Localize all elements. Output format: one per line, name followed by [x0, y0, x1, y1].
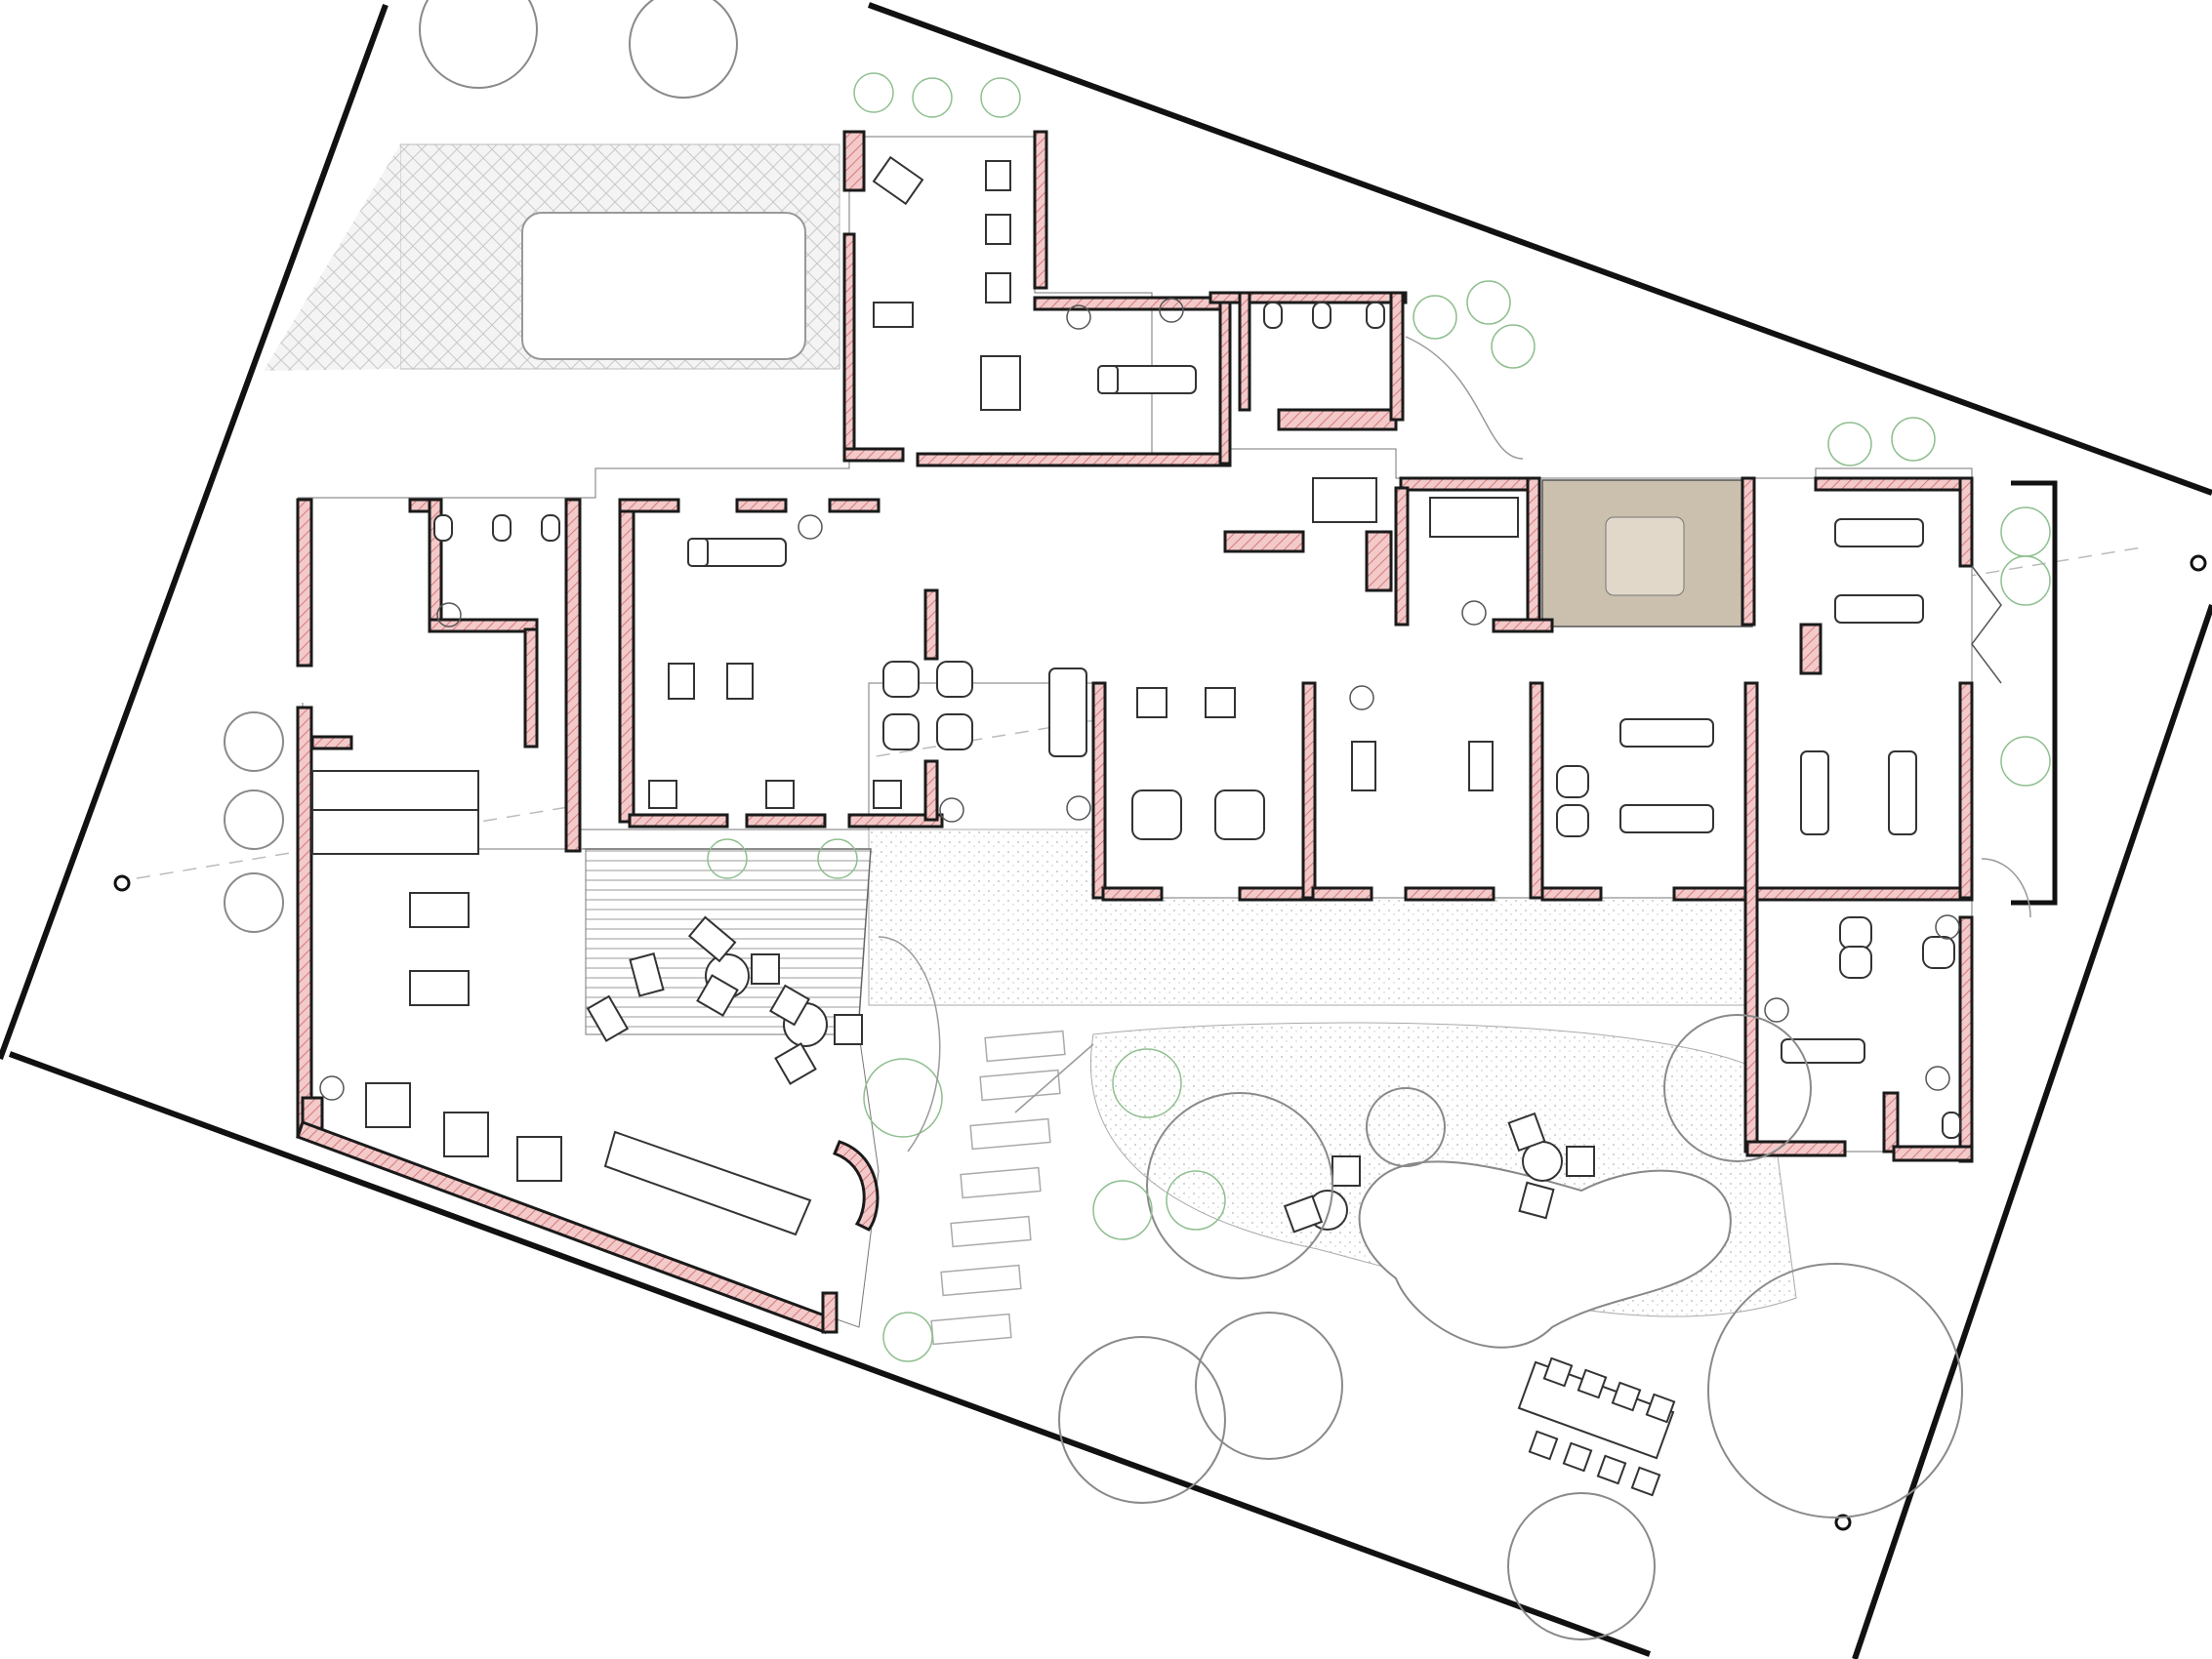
bar-counter-icon: [311, 809, 479, 855]
survey-point-south: [1834, 1514, 1852, 1531]
plant-icon: [1764, 997, 1789, 1023]
treatment-bed-icon: [1619, 718, 1714, 833]
survey-point-west: [113, 874, 131, 892]
highlight-room-fixture: [1605, 516, 1685, 596]
toilet-icon: [1366, 302, 1385, 329]
sofa-icon: [1048, 668, 1087, 757]
armchair-icon: [882, 661, 920, 698]
plant-icon: [1159, 298, 1184, 323]
tree-icon: [1707, 1263, 1963, 1518]
tree-icon: [224, 789, 284, 850]
tree-icon: [224, 711, 284, 772]
armchair-icon: [1556, 804, 1589, 837]
tree-icon: [1195, 1312, 1343, 1460]
toilet-icon: [492, 514, 512, 542]
plant-icon: [1461, 600, 1487, 626]
garden-edges: [878, 336, 2031, 1153]
lounge-chair-icon: [586, 915, 1595, 1234]
sink-icon: [1205, 687, 1236, 718]
chair-icon: [648, 780, 677, 809]
treatment-bed-icon: [687, 538, 787, 567]
table-icon: [409, 970, 470, 1006]
plant-icon: [1066, 304, 1091, 330]
counter-icon: [311, 770, 479, 811]
table-icon: [409, 892, 470, 928]
treatment-bed-icon: [1097, 365, 1197, 394]
armchair-icon: [882, 713, 920, 750]
toilet-icon: [1942, 1112, 1961, 1139]
plant-icon: [1349, 685, 1374, 710]
toilet-icon: [1312, 302, 1331, 329]
pool-courtyard: [264, 143, 840, 371]
furniture: [311, 155, 1961, 1236]
armchair-icon: [1922, 936, 1955, 969]
survey-point-east: [2190, 554, 2207, 572]
chair-icon: [443, 1112, 489, 1157]
building-walls: [296, 130, 1974, 1334]
plant-icon: [1066, 795, 1091, 821]
sink-icon: [1136, 687, 1167, 718]
treatment-chair-icon: [1468, 741, 1494, 791]
desk-icon: [873, 302, 914, 328]
tree-icon: [1507, 1492, 1656, 1640]
landscape-plants: [707, 72, 2051, 1362]
armchair-icon: [936, 713, 973, 750]
armchair-icon: [1839, 916, 1872, 950]
reception-desk-icon: [1429, 497, 1519, 538]
plant-icon: [1925, 1066, 1950, 1091]
treatment-bed-icon: [1834, 518, 1924, 624]
armchair-icon: [936, 661, 973, 698]
chair-icon: [365, 1082, 411, 1128]
tree-icon: [1366, 1087, 1446, 1167]
tree-icon: [419, 0, 538, 89]
pool: [521, 212, 806, 360]
tree-icon: [1058, 1336, 1226, 1504]
armchair-icon: [985, 160, 1011, 191]
exterior-paving: [868, 829, 1797, 1349]
treatment-bed-icon: [1800, 750, 1917, 835]
manicure-station-icon: [1214, 789, 1265, 840]
bench-icon: [603, 1130, 812, 1236]
chair-icon: [516, 1136, 562, 1182]
toilet-icon: [541, 514, 560, 542]
toilet-icon: [433, 514, 453, 542]
tree-icon: [1663, 1014, 1812, 1162]
dining-table-icon: [1517, 1356, 1676, 1497]
tree-icon: [629, 0, 738, 99]
sofa-icon: [980, 355, 1021, 411]
chair-icon: [873, 780, 902, 809]
treatment-chair-icon: [872, 155, 924, 206]
plant-icon: [939, 797, 964, 823]
toilet-icon: [1263, 302, 1283, 329]
outdoor-furniture: [586, 915, 1676, 1497]
salon-chair-icon: [668, 663, 695, 700]
indoor-plants: [319, 298, 1960, 1101]
east-screen-wall: [1971, 480, 2058, 906]
treatment-bed-icon: [1781, 1038, 1865, 1064]
trees: [224, 0, 1963, 1640]
plant-icon: [319, 1075, 345, 1101]
salon-chair-icon: [726, 663, 754, 700]
armchair-icon: [1839, 946, 1872, 979]
chair-icon: [765, 780, 795, 809]
plant-icon: [798, 514, 823, 540]
armchair-icon: [985, 272, 1011, 303]
plant-icon: [436, 602, 462, 627]
desk-icon: [1312, 477, 1377, 523]
plant-icon: [1935, 914, 1960, 940]
treatment-chair-icon: [1351, 741, 1376, 791]
tree-icon: [1146, 1092, 1333, 1279]
armchair-icon: [1556, 765, 1589, 798]
armchair-icon: [985, 214, 1011, 245]
tree-icon: [224, 872, 284, 933]
manicure-station-icon: [1131, 789, 1182, 840]
